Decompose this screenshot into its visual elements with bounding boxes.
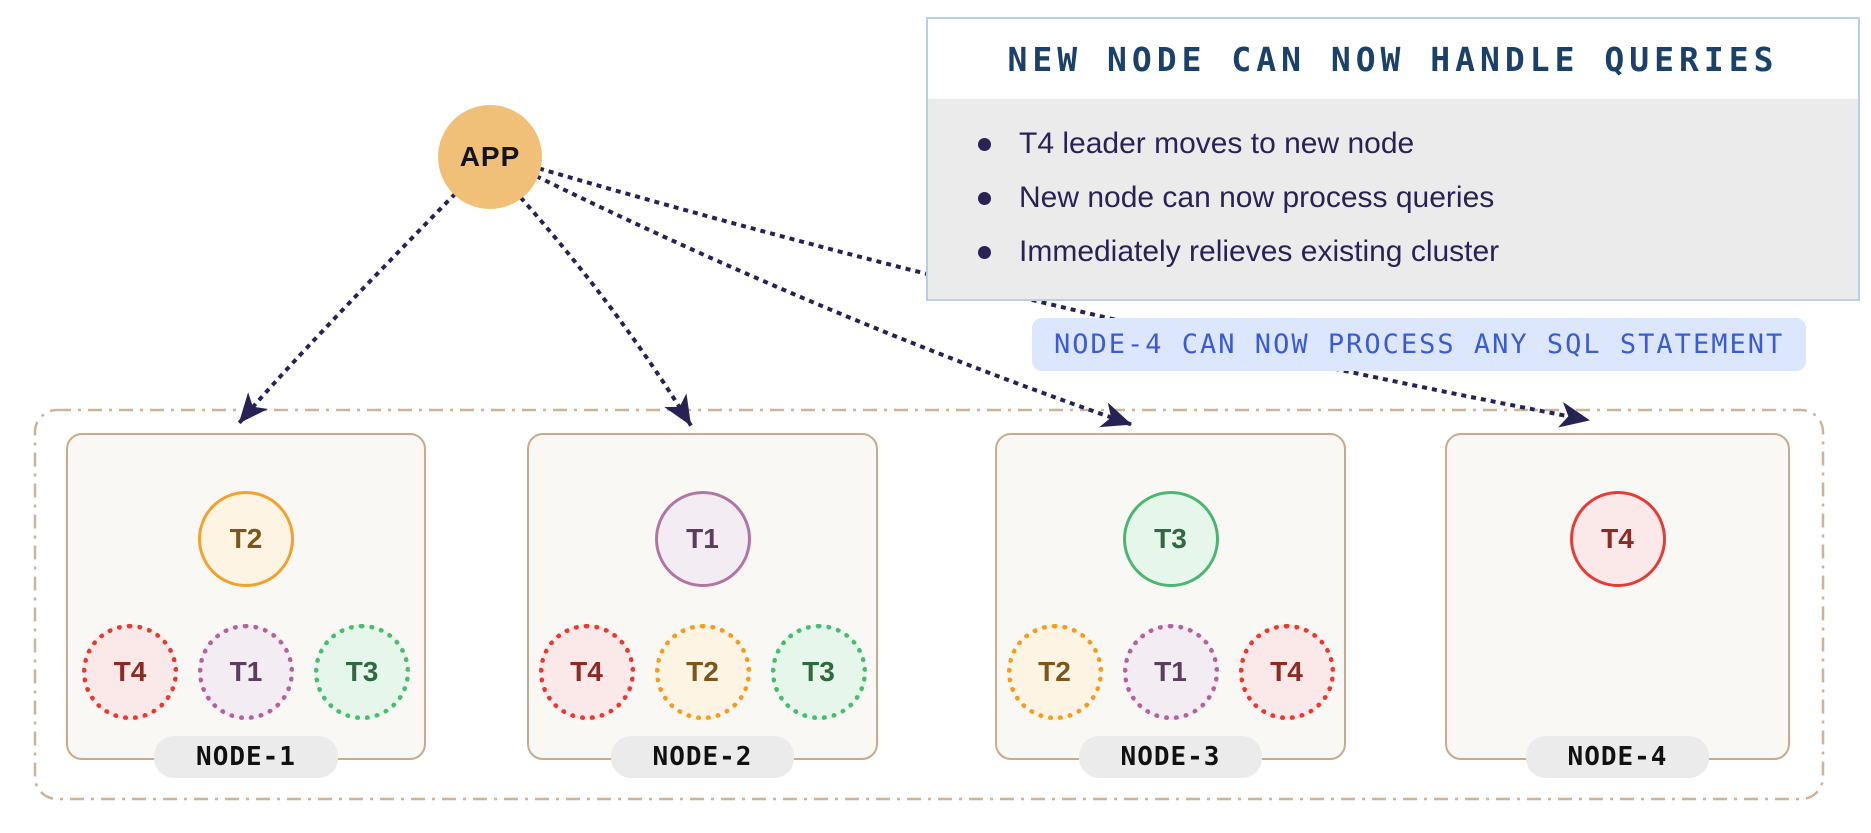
bullet-dot-icon: [978, 137, 991, 151]
app-label: APP: [459, 141, 521, 172]
follower-tablet-t3: T3: [314, 624, 410, 720]
follower-tablet-t4: T4: [538, 624, 635, 720]
node4-banner: NODE-4 CAN NOW PROCESS ANY SQL STATEMENT: [1032, 318, 1807, 371]
node-label-node-4: NODE-4: [1525, 736, 1710, 778]
app-node: APP: [438, 105, 542, 209]
callout-title: NEW NODE CAN NOW HANDLE QUERIES: [1007, 39, 1779, 79]
callout-bullet-text: Immediately relieves existing cluster: [1019, 235, 1500, 268]
bullet-dot-icon: [978, 191, 991, 205]
callout-bullet: New node can now process queries: [978, 171, 1858, 225]
follower-tablet-t4: T4: [82, 624, 178, 720]
leader-tablet-t1: T1: [654, 491, 751, 587]
node-label-node-3: NODE-3: [1078, 736, 1263, 778]
bullet-dot-icon: [978, 245, 991, 259]
callout-bullet: T4 leader moves to new node: [978, 117, 1858, 171]
leader-tablet-t2: T2: [198, 491, 294, 587]
node-label-node-2: NODE-2: [610, 736, 795, 778]
follower-tablet-t2: T2: [1006, 624, 1103, 720]
follower-tablet-t2: T2: [654, 624, 751, 720]
follower-tablet-t1: T1: [198, 624, 294, 720]
callout-panel: NEW NODE CAN NOW HANDLE QUERIES T4 leade…: [926, 17, 1860, 301]
callout-bullet-text: T4 leader moves to new node: [1019, 127, 1415, 160]
callout-bullet: Immediately relieves existing cluster: [978, 225, 1858, 279]
follower-tablet-t3: T3: [770, 624, 867, 720]
leader-tablet-t3: T3: [1122, 491, 1219, 587]
leader-tablet-t4: T4: [1569, 491, 1666, 587]
follower-tablet-t1: T1: [1122, 624, 1219, 720]
node-label-node-1: NODE-1: [154, 736, 338, 778]
follower-tablet-t4: T4: [1238, 624, 1335, 720]
callout-bullet-text: New node can now process queries: [1019, 181, 1495, 214]
